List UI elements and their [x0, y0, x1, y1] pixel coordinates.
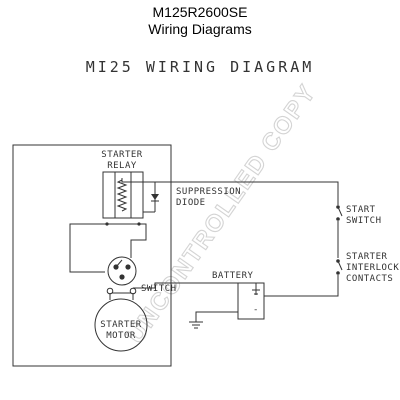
- motor-label-1: STARTER: [100, 320, 142, 330]
- starter-relay-label-2: RELAY: [107, 161, 137, 171]
- suppression-label-1: SUPPRESSION: [176, 187, 241, 197]
- diagram-title: MI25 WIRING DIAGRAM: [85, 58, 315, 76]
- interlock-label-1: STARTER: [346, 252, 388, 262]
- switch-label: SWITCH: [141, 284, 177, 294]
- battery-minus-label: -: [253, 305, 259, 315]
- suppression-diode: [151, 182, 159, 212]
- page-subtitle: Wiring Diagrams: [148, 21, 252, 37]
- starter-relay-label-1: STARTER: [101, 150, 143, 160]
- part-number: M125R2600SE: [152, 4, 248, 20]
- suppression-label-2: DIODE: [176, 198, 206, 208]
- starter-relay: [102, 171, 144, 226]
- start-switch-label-1: START: [346, 205, 376, 215]
- battery-label: BATTERY: [212, 271, 254, 281]
- interlock-contacts: [336, 259, 343, 275]
- battery: [237, 282, 265, 320]
- start-switch: [336, 205, 343, 221]
- watermark: UNCONTROLLED COPY: [122, 79, 322, 348]
- starter-motor: [94, 293, 148, 352]
- start-switch-label-2: SWITCH: [346, 216, 382, 226]
- ground-symbol: [189, 321, 203, 329]
- motor-switch: [106, 256, 137, 295]
- interlock-label-3: CONTACTS: [346, 274, 393, 284]
- motor-label-2: MOTOR: [106, 331, 136, 341]
- interlock-label-2: INTERLOCK: [346, 263, 399, 273]
- diagram-frame: [12, 144, 172, 367]
